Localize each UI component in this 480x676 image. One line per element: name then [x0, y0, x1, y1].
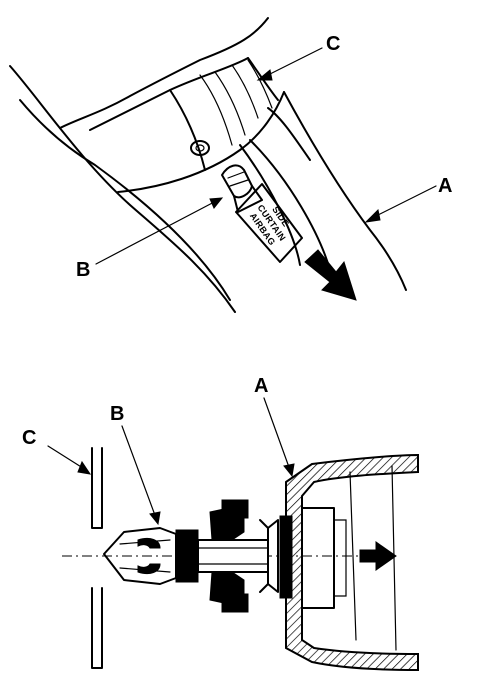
section-callout-b: B — [110, 403, 124, 425]
clip-section — [103, 499, 279, 613]
top-view: SIDE CURTAIN AIRBAG C A B — [9, 17, 452, 313]
section-callout-c: C — [22, 427, 36, 449]
clip-top-view — [221, 164, 263, 213]
trim-section — [279, 453, 419, 672]
top-callout-b: B — [76, 259, 90, 281]
arrow-right-icon — [304, 249, 357, 301]
body-panel-section — [91, 447, 103, 669]
side-curtain-airbag-tag: SIDE CURTAIN AIRBAG — [235, 183, 303, 263]
section-callout-a: A — [254, 375, 268, 397]
section-leader-lines — [47, 397, 295, 526]
section-view: C B A — [22, 375, 419, 672]
top-callout-a: A — [438, 175, 452, 197]
upper-trim-piece — [59, 17, 279, 171]
mounting-hole — [190, 140, 210, 156]
arrow-right-icon — [359, 541, 397, 571]
top-callout-c: C — [326, 33, 340, 55]
top-leader-lines — [95, 47, 437, 265]
